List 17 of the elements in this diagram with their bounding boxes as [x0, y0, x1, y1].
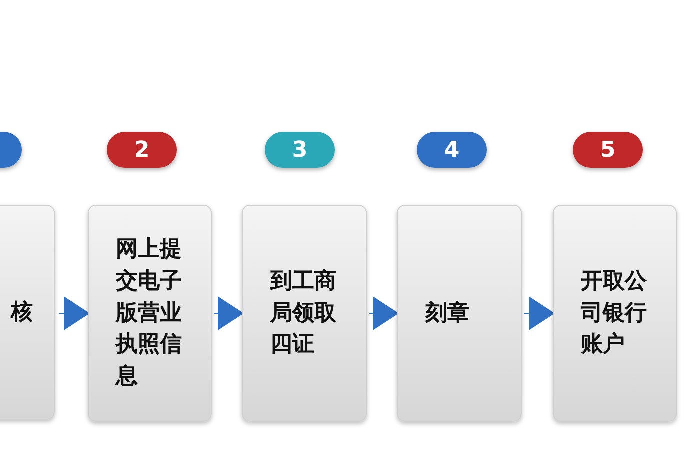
- arrow: [58, 296, 90, 330]
- arrow: [214, 296, 244, 330]
- step-text: 刻章: [425, 300, 470, 328]
- step-number-badge: 2: [107, 132, 177, 168]
- arrow: [524, 296, 555, 330]
- step-number-badge: 3: [265, 132, 335, 168]
- step-card: [397, 205, 522, 422]
- step-card: [242, 205, 367, 422]
- step-text: 开取公司银行账户: [580, 268, 648, 360]
- step-text: 核: [11, 298, 33, 327]
- step-text: 到工商局领取四证: [270, 268, 338, 360]
- step-card: [553, 205, 677, 422]
- step-number-badge: 5: [573, 132, 643, 168]
- arrow: [368, 296, 399, 330]
- step-number-badge: 4: [417, 132, 487, 168]
- step-card: [88, 205, 212, 422]
- step-text: 网上提交电子版营业执照信息: [116, 236, 183, 392]
